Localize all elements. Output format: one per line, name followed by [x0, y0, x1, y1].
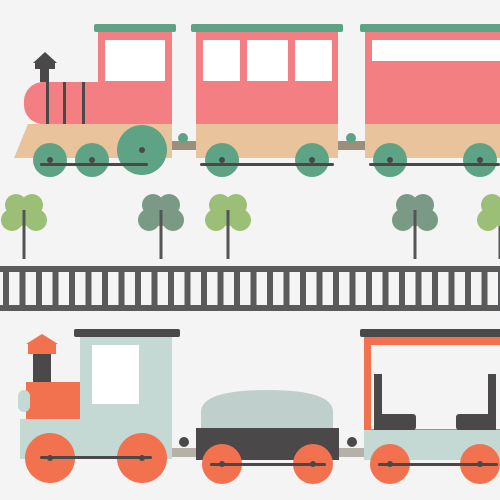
- rail-tie: [168, 272, 174, 305]
- car2-hub-1: [387, 157, 393, 163]
- top-loco-hub-3: [139, 147, 145, 153]
- top-loco-chimney-cap: [33, 52, 57, 63]
- top-loco-rod: [40, 163, 148, 166]
- top-loco-hub-2: [89, 157, 95, 163]
- car1-window-3: [295, 40, 332, 81]
- rail-bottom: [0, 305, 500, 311]
- open-car-rod: [378, 463, 498, 466]
- rail-top: [0, 266, 500, 272]
- rail-tie: [69, 272, 75, 305]
- rail-tie: [432, 272, 438, 305]
- coal-car-load: [201, 390, 333, 430]
- rail-tie: [349, 272, 356, 305]
- rail-tie: [300, 272, 306, 305]
- bottom-train: [18, 329, 500, 484]
- tree-icon: [477, 194, 500, 259]
- rail-tie: [316, 272, 323, 305]
- car1-window-1: [203, 40, 240, 81]
- rail-tie: [201, 272, 207, 305]
- rail-tie: [465, 272, 471, 305]
- open-passenger-car-icon: [360, 329, 500, 484]
- car1-window-2: [247, 40, 288, 81]
- tree-icon: [1, 194, 47, 259]
- railroad-track-icon: [0, 266, 500, 311]
- tree-icon: [205, 194, 251, 259]
- top-loco-chimney-collar: [35, 63, 55, 69]
- top-loco-band-2: [63, 82, 66, 124]
- bottom-locomotive-icon: [18, 329, 189, 483]
- top-locomotive-icon: [14, 24, 188, 177]
- bottom-coupler-1: [168, 448, 200, 457]
- coal-car-rod: [210, 463, 326, 466]
- rail-tie: [399, 272, 405, 305]
- top-loco-hub-1: [47, 157, 53, 163]
- bottom-loco-roof: [74, 329, 180, 337]
- top-loco-window: [105, 40, 165, 81]
- bottom-coupler-2: [336, 448, 368, 457]
- rail-tie: [333, 272, 339, 305]
- rail-tie: [481, 272, 488, 305]
- open-car-seat-1: [374, 414, 416, 430]
- bottom-loco-chimney-collar: [28, 344, 56, 354]
- car2-roof: [360, 24, 500, 32]
- rail-tie: [85, 272, 92, 305]
- bottom-loco-boiler: [26, 382, 80, 419]
- bottom-loco-chimney-cap: [26, 334, 58, 344]
- bottom-loco-rod: [40, 456, 152, 459]
- rail-tie: [102, 272, 108, 305]
- rail-tie: [151, 272, 158, 305]
- rail-tie: [415, 272, 422, 305]
- rail-tie: [3, 272, 9, 305]
- car1-roof: [191, 24, 343, 32]
- open-car-roof: [360, 329, 500, 337]
- rail-ties: [3, 272, 500, 305]
- tree-icon: [392, 194, 438, 259]
- top-train: [14, 24, 500, 177]
- bottom-loco-chimney: [33, 354, 51, 382]
- open-car-seat-1-back: [374, 374, 382, 430]
- open-car-seat-2-back: [488, 374, 496, 430]
- rail-tie: [52, 272, 59, 305]
- top-loco-chimney: [40, 69, 49, 83]
- top-loco-boiler-front: [40, 82, 100, 124]
- top-passenger-car-1-icon: [191, 24, 356, 177]
- rail-tie: [36, 272, 42, 305]
- car2-hub-2: [477, 157, 483, 163]
- top-loco-roof: [94, 24, 176, 32]
- top-coupler-1: [168, 141, 198, 150]
- rail-tie: [217, 272, 224, 305]
- car2-window: [372, 40, 500, 61]
- tree-icon: [138, 194, 184, 259]
- rail-tie: [448, 272, 455, 305]
- rail-tie: [382, 272, 389, 305]
- car2-rod: [369, 163, 500, 166]
- rail-tie: [366, 272, 372, 305]
- rail-tie: [184, 272, 191, 305]
- tree-row: [1, 194, 500, 259]
- top-loco-band-1: [46, 82, 49, 124]
- car1-hub-2: [309, 157, 315, 163]
- car1-rod: [200, 163, 334, 166]
- bottom-loco-knob: [179, 437, 189, 447]
- rail-tie: [19, 272, 26, 305]
- top-coupler-2: [336, 141, 366, 150]
- rail-tie: [250, 272, 257, 305]
- top-loco-band-3: [82, 82, 85, 124]
- rail-tie: [283, 272, 290, 305]
- top-loco-knob: [178, 133, 188, 143]
- rail-tie: [267, 272, 273, 305]
- rail-tie: [118, 272, 125, 305]
- rail-tie: [135, 272, 141, 305]
- car1-knob: [346, 133, 356, 143]
- rail-tie: [234, 272, 240, 305]
- coal-car-icon: [196, 390, 357, 484]
- bottom-loco-headlight: [18, 390, 30, 412]
- rail-tie: [498, 272, 500, 305]
- car1-hub-1: [219, 157, 225, 163]
- bottom-loco-window: [92, 345, 139, 404]
- open-car-seat-2: [456, 414, 496, 430]
- top-passenger-car-2-icon: [360, 24, 500, 177]
- coal-car-knob: [347, 437, 357, 447]
